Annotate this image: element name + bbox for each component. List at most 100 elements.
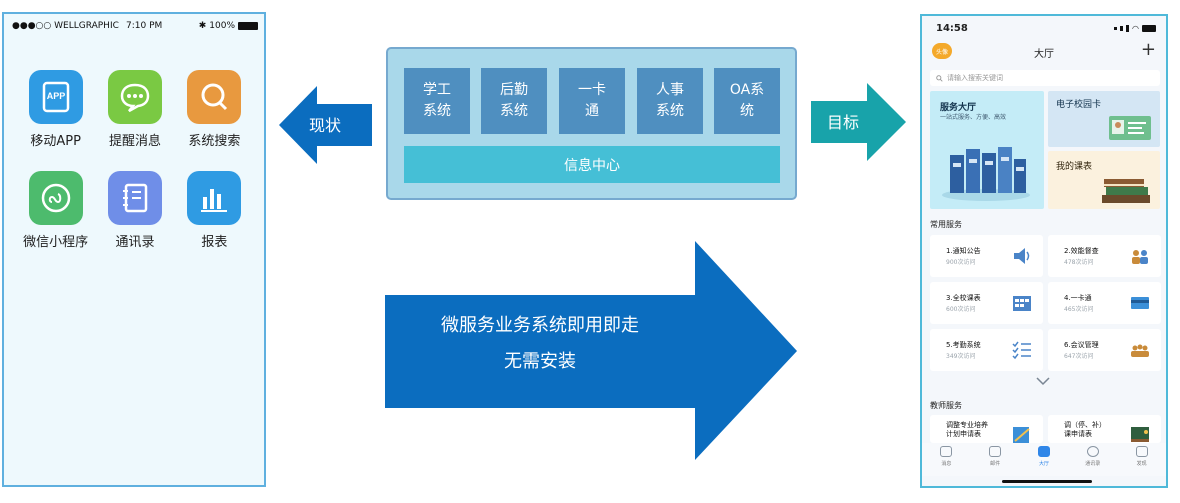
service-count: 349次访问 xyxy=(946,353,976,360)
grid-icon xyxy=(1135,446,1148,457)
avatar[interactable]: 头像 xyxy=(932,43,952,59)
svg-text:APP: APP xyxy=(46,91,65,101)
module-logistics: 后勤 系统 xyxy=(481,68,547,134)
current-state-phone: ●●●○○ WELLGRAPHIC 7:10 PM ✱ 100% APP 移动A… xyxy=(2,12,266,487)
left-arrow-shape xyxy=(279,86,372,164)
service-timetable[interactable]: 3.全校课表 600次访问 xyxy=(930,282,1043,324)
app-contacts[interactable]: 通讯录 xyxy=(95,171,174,250)
app-label: 通讯录 xyxy=(115,235,155,250)
service-name: 4.一卡通 xyxy=(1064,294,1092,302)
bluetooth-icon: ✱ xyxy=(198,21,207,31)
page-title: 大厅 xyxy=(1034,49,1054,60)
service-name: 6.会议管理 xyxy=(1064,341,1099,349)
app-icon: APP xyxy=(28,70,83,124)
tab-hall[interactable]: 大厅 xyxy=(1024,443,1064,476)
app-system-search[interactable]: 系统搜索 xyxy=(175,70,254,149)
card-title: 我的课表 xyxy=(1056,162,1093,172)
binders-illustration-icon xyxy=(942,147,1030,201)
card-subtitle: 一站式服务、方便、高效 xyxy=(940,114,1007,121)
my-courses-card[interactable]: 我的课表 xyxy=(1048,151,1160,209)
app-mobile-app[interactable]: APP 移动APP xyxy=(16,70,95,149)
service-attendance[interactable]: 5.考勤系统 349次访问 xyxy=(930,329,1043,371)
bottom-tab-bar: 消息 邮件 大厅 通讯录 发现 xyxy=(922,443,1166,476)
module-campus-card: 一卡 通 xyxy=(559,68,625,134)
campus-card-card[interactable]: 电子校园卡 xyxy=(1048,91,1160,147)
status-time: 14:58 xyxy=(936,23,968,34)
tab-messages[interactable]: 消息 xyxy=(926,443,966,476)
module-oa: OA系 统 xyxy=(714,68,780,134)
hall-icon xyxy=(1037,446,1050,457)
meeting-icon xyxy=(1131,344,1149,357)
module-student-affairs: 学工 系统 xyxy=(404,68,470,134)
app-reminder-messages[interactable]: 提醒消息 xyxy=(95,70,174,149)
app-label: 微信小程序 xyxy=(23,235,89,250)
carrier-label: ●●●○○ WELLGRAPHIC xyxy=(12,21,119,31)
battery-status: ✱ 100% xyxy=(199,21,258,31)
module-hr: 人事 系统 xyxy=(637,68,703,134)
app-reports[interactable]: 报表 xyxy=(175,171,254,250)
target-label: 目标 xyxy=(827,113,860,132)
timetable-icon xyxy=(1013,296,1031,311)
service-count: 900次访问 xyxy=(946,259,976,266)
microservice-line-1: 微服务业务系统即用即走 xyxy=(441,315,639,336)
teacher-service-course-change[interactable]: 调（停、补） 课申请表 xyxy=(1048,415,1161,443)
service-notice[interactable]: 1.通知公告 900次访问 xyxy=(930,235,1043,277)
card-title: 电子校园卡 xyxy=(1056,100,1102,110)
signal-icon xyxy=(1120,26,1124,31)
battery-percent: 100% xyxy=(209,21,235,31)
tab-mail[interactable]: 邮件 xyxy=(975,443,1015,476)
info-center-bar: 信息中心 xyxy=(404,146,780,183)
signal-icon xyxy=(1126,25,1130,32)
signal-icon xyxy=(1114,27,1118,30)
card-title: 服务大厅 xyxy=(940,103,977,113)
service-supervision[interactable]: 2.效能督查 478次访问 xyxy=(1048,235,1161,277)
status-bar: ●●●○○ WELLGRAPHIC 7:10 PM ✱ 100% xyxy=(12,19,258,33)
message-icon xyxy=(940,446,953,457)
status-time: 7:10 PM xyxy=(126,21,163,31)
tab-discover[interactable]: 发现 xyxy=(1122,443,1162,476)
app-label: 系统搜索 xyxy=(188,134,241,149)
group-icon xyxy=(1132,250,1148,264)
status-icons: ◠ xyxy=(1114,24,1156,33)
wechat-mini-program-icon xyxy=(28,171,83,225)
target-arrow: 目标 xyxy=(811,83,906,161)
bar-chart-icon xyxy=(187,171,242,225)
home-indicator xyxy=(1002,480,1092,483)
teacher-services-title: 教师服务 xyxy=(930,401,962,410)
teacher-service-program-plan[interactable]: 调整专业培养 计划申请表 xyxy=(930,415,1043,443)
search-placeholder: 请输入搜索关键词 xyxy=(947,74,1003,82)
speaker-icon xyxy=(1014,248,1030,264)
blueprint-icon xyxy=(1013,427,1030,443)
service-campus-card[interactable]: 4.一卡通 465次访问 xyxy=(1048,282,1161,324)
service-count: 600次访问 xyxy=(946,306,976,313)
service-name: 5.考勤系统 xyxy=(946,341,981,349)
tab-label: 发现 xyxy=(1136,461,1147,467)
mail-icon xyxy=(989,446,1002,457)
books-stack-icon xyxy=(1102,179,1150,203)
tab-contacts[interactable]: 通讯录 xyxy=(1073,443,1113,476)
search-icon xyxy=(187,70,242,124)
add-icon[interactable]: + xyxy=(1140,39,1156,60)
battery-icon xyxy=(1142,25,1156,32)
app-wechat-mini-program[interactable]: 微信小程序 xyxy=(16,171,95,250)
service-name: 调整专业培养 计划申请表 xyxy=(946,421,988,438)
chevron-down-icon[interactable] xyxy=(1036,376,1050,386)
tab-label: 邮件 xyxy=(990,461,1001,467)
contacts-book-icon xyxy=(107,171,162,225)
chat-bubble-icon xyxy=(107,70,162,124)
service-name: 2.效能督查 xyxy=(1064,247,1099,255)
right-arrow-shape xyxy=(811,83,906,161)
service-meeting[interactable]: 6.会议管理 647次访问 xyxy=(1048,329,1161,371)
common-services-title: 常用服务 xyxy=(930,220,962,229)
app-grid: APP 移动APP 提醒消息 系统搜索 微信小程序 通讯录 xyxy=(16,70,254,250)
blackboard-icon xyxy=(1131,427,1149,442)
tab-label: 消息 xyxy=(941,461,952,467)
checklist-icon xyxy=(1012,341,1031,360)
service-count: 478次访问 xyxy=(1064,259,1094,266)
tab-label: 大厅 xyxy=(1038,461,1049,467)
current-state-label: 现状 xyxy=(309,116,342,135)
search-input[interactable]: 请输入搜索关键词 xyxy=(930,70,1160,86)
microservice-arrow: 微服务业务系统即用即走 无需安装 xyxy=(385,241,797,460)
service-count: 647次访问 xyxy=(1064,353,1094,360)
service-hall-card[interactable]: 服务大厅 一站式服务、方便、高效 xyxy=(930,91,1044,209)
